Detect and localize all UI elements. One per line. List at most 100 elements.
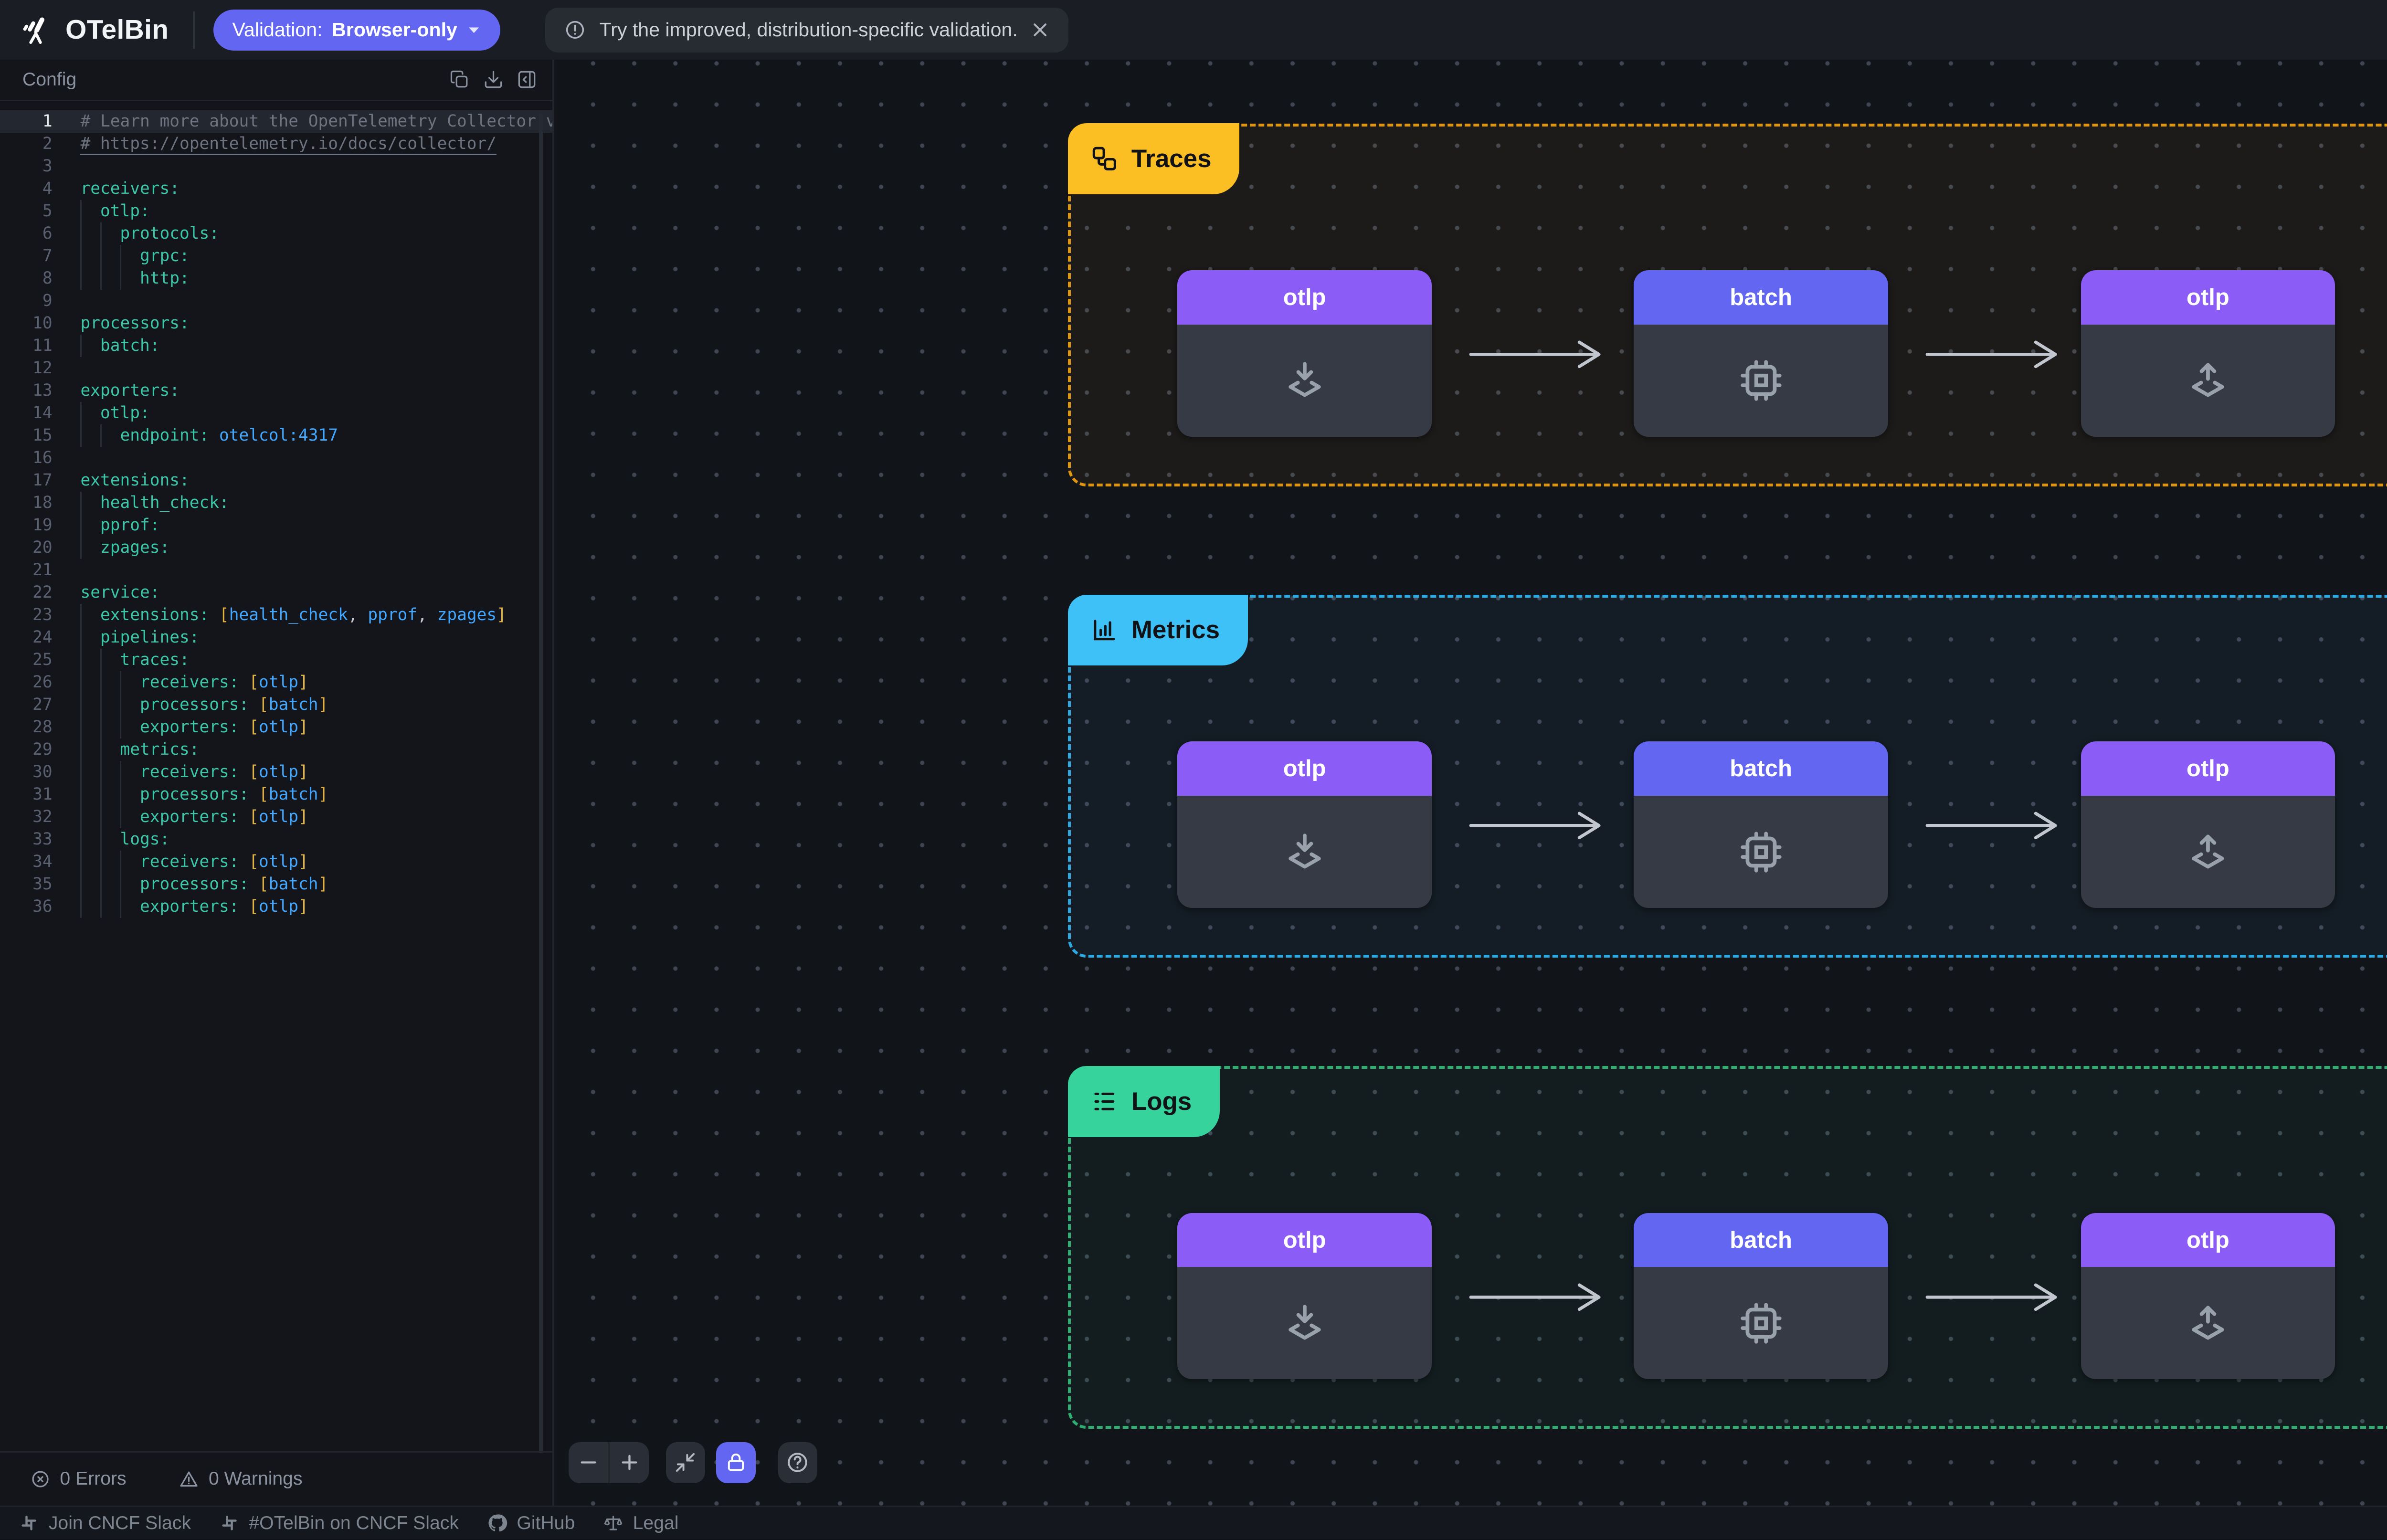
processor-node-logs[interactable]: batch bbox=[1634, 1213, 1888, 1380]
code-line[interactable]: 21 bbox=[0, 559, 552, 581]
line-content bbox=[53, 290, 81, 312]
code-token: , bbox=[417, 605, 437, 625]
footer-link[interactable]: #OTelBin on CNCF Slack bbox=[219, 1513, 459, 1534]
code-token bbox=[239, 761, 249, 783]
validation-value: Browser-only bbox=[332, 19, 457, 41]
code-line[interactable]: 9 bbox=[0, 290, 552, 312]
code-line[interactable]: 12 bbox=[0, 357, 552, 380]
line-number: 14 bbox=[32, 403, 53, 423]
scales-icon bbox=[603, 1513, 623, 1533]
receiver-node-logs[interactable]: otlp bbox=[1177, 1213, 1432, 1380]
code-token: [ bbox=[219, 605, 229, 625]
receiver-node-traces[interactable]: otlp bbox=[1177, 270, 1432, 437]
code-token: protocols: bbox=[120, 224, 219, 243]
download-icon[interactable] bbox=[483, 69, 504, 90]
code-token: extensions: bbox=[80, 471, 190, 490]
footer-link[interactable]: Legal bbox=[603, 1513, 678, 1534]
exporter-node-traces[interactable]: otlp bbox=[2081, 270, 2335, 437]
config-editor[interactable]: 1 # Learn more about the OpenTelemetry Co… bbox=[0, 110, 552, 1451]
processor-node-traces[interactable]: batch bbox=[1634, 270, 1888, 437]
zoom-in-button[interactable] bbox=[610, 1442, 649, 1483]
zoom-out-button[interactable] bbox=[569, 1442, 608, 1483]
error-circle-icon bbox=[30, 1469, 51, 1489]
footer-link[interactable]: GitHub bbox=[487, 1513, 575, 1534]
code-token: pprof: bbox=[100, 516, 160, 535]
line-number: 9 bbox=[42, 291, 53, 311]
code-token: processors: bbox=[139, 875, 249, 894]
line-content: extensions: [health_check, pprof, zpages… bbox=[53, 604, 507, 627]
code-line[interactable]: 1 # Learn more about the OpenTelemetry Co… bbox=[0, 110, 552, 133]
footer-link[interactable]: Join CNCF Slack bbox=[19, 1513, 191, 1534]
footer-link-label: GitHub bbox=[517, 1512, 575, 1533]
lock-button[interactable] bbox=[716, 1442, 756, 1483]
validation-notification[interactable]: Try the improved, distribution-specific … bbox=[545, 7, 1068, 53]
fit-view-button[interactable] bbox=[665, 1442, 705, 1483]
line-content: service: bbox=[53, 581, 159, 604]
config-panel-header: Config bbox=[0, 60, 552, 101]
indent-guide bbox=[80, 267, 100, 290]
indent-guide bbox=[80, 514, 100, 537]
code-token: otlp bbox=[259, 852, 299, 872]
line-number: 18 bbox=[32, 493, 53, 513]
help-button[interactable] bbox=[778, 1442, 818, 1483]
code-token: receivers: bbox=[139, 852, 239, 872]
code-token: # Learn more about the OpenTelemetry Col… bbox=[80, 112, 552, 131]
collapse-panel-icon[interactable] bbox=[517, 69, 537, 90]
exporter-node-metrics[interactable]: otlp bbox=[2081, 741, 2335, 908]
indent-guide bbox=[80, 245, 100, 268]
line-number: 1 bbox=[42, 112, 53, 131]
code-token: http: bbox=[139, 269, 190, 288]
exporter-node-logs[interactable]: otlp bbox=[2081, 1213, 2335, 1380]
line-number: 20 bbox=[32, 538, 53, 558]
otelbin-logo[interactable]: OTelBin bbox=[19, 12, 169, 47]
errors-count: 0 Errors bbox=[60, 1468, 127, 1489]
line-content bbox=[53, 447, 81, 469]
code-token bbox=[209, 424, 219, 447]
editor-scrollbar[interactable] bbox=[539, 114, 543, 1454]
receiver-node-metrics[interactable]: otlp bbox=[1177, 741, 1432, 908]
code-token: pipelines: bbox=[100, 628, 200, 647]
validation-dropdown[interactable]: Validation: Browser-only bbox=[213, 9, 500, 51]
code-token bbox=[239, 671, 249, 694]
copy-icon[interactable] bbox=[449, 69, 470, 90]
code-line[interactable]: 16 bbox=[0, 447, 552, 469]
processor-node-metrics[interactable]: batch bbox=[1634, 741, 1888, 908]
code-line[interactable]: 2# https://opentelemetry.io/docs/collect… bbox=[0, 133, 552, 156]
code-line[interactable]: 3 bbox=[0, 155, 552, 178]
close-icon[interactable] bbox=[1031, 21, 1049, 39]
lock-icon bbox=[725, 1451, 747, 1474]
code-token: batch bbox=[268, 875, 318, 894]
line-number: 33 bbox=[32, 830, 53, 849]
pipeline-edge bbox=[1469, 340, 1601, 369]
